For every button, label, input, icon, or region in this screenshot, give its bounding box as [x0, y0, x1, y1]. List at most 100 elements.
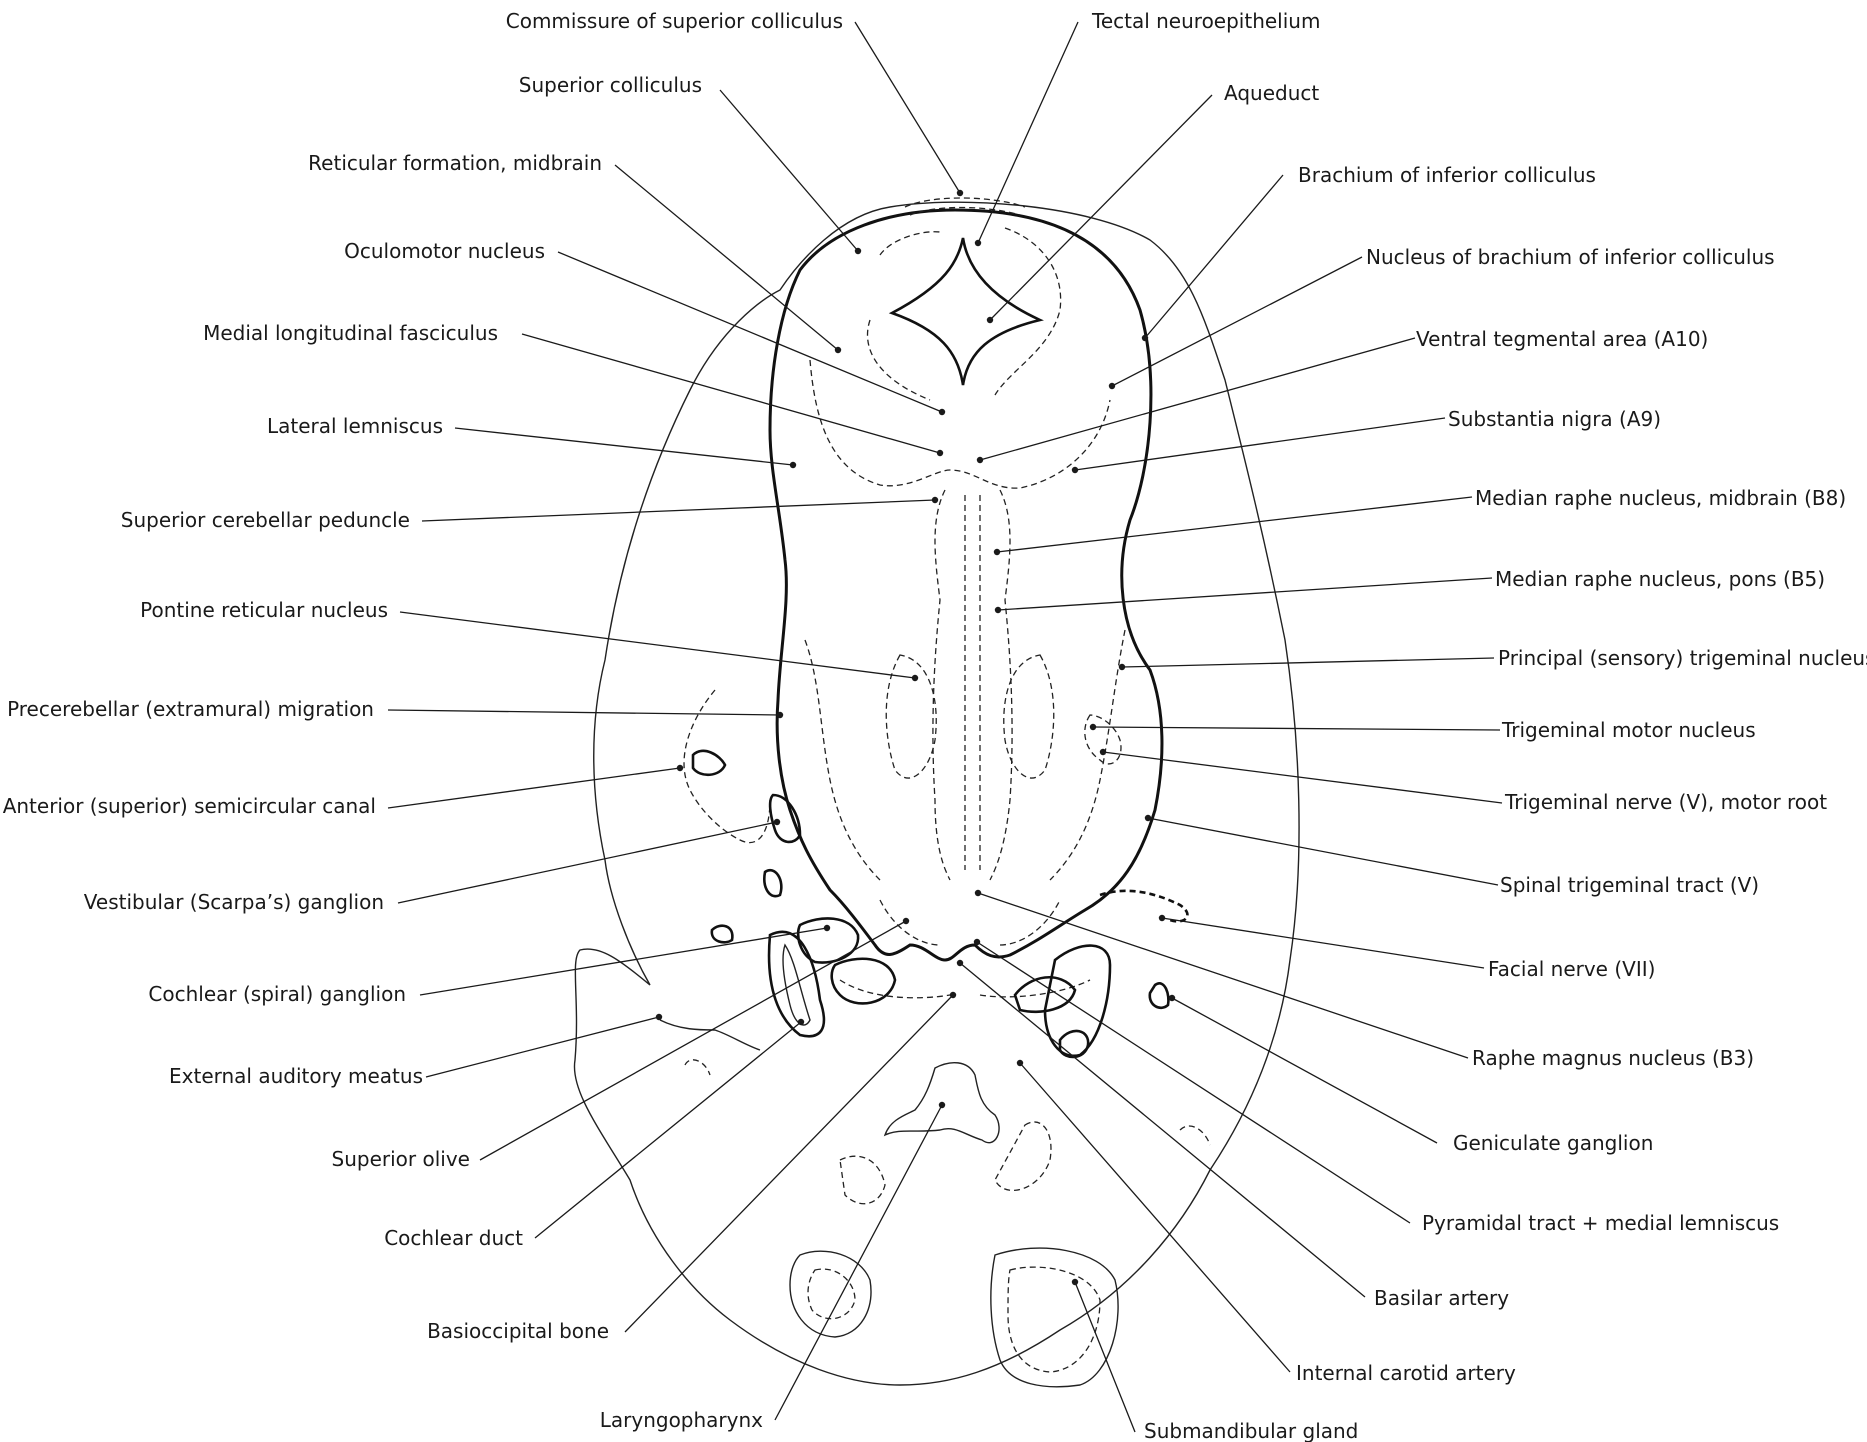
- leader-tectal: [978, 22, 1078, 243]
- leader-trigeminal-root: [1103, 752, 1502, 803]
- label-pontine-reticular-nucleus: Pontine reticular nucleus: [140, 598, 388, 622]
- label-cochlear-ganglion: Cochlear (spiral) ganglion: [148, 982, 406, 1006]
- label-basilar-artery: Basilar artery: [1374, 1286, 1509, 1310]
- leader-raphe-midbrain: [997, 497, 1472, 552]
- leader-raphe-pons: [998, 578, 1492, 610]
- leader-internal-carotid: [1020, 1063, 1290, 1372]
- leader-scp: [422, 500, 935, 521]
- dot-laryngopharynx: [939, 1102, 945, 1108]
- label-laryngopharynx: Laryngopharynx: [600, 1408, 763, 1432]
- label-lateral-lemniscus: Lateral lemniscus: [267, 414, 443, 438]
- submandibular-gland-right-inner: [1008, 1267, 1100, 1372]
- leader-superior-olive: [480, 921, 906, 1160]
- dot-basilar: [957, 960, 963, 966]
- label-aqueduct: Aqueduct: [1224, 81, 1319, 105]
- leader-basioccipital: [625, 995, 953, 1332]
- label-facial-nerve: Facial nerve (VII): [1488, 957, 1655, 981]
- dot-substantia-nigra: [1072, 467, 1078, 473]
- leader-nucleus-brachium: [1112, 257, 1362, 386]
- submandibular-gland-left-inner: [808, 1269, 855, 1319]
- label-spinal-trigeminal-tract: Spinal trigeminal tract (V): [1500, 873, 1759, 897]
- label-commissure-superior-colliculus: Commissure of superior colliculus: [506, 9, 843, 33]
- label-trigeminal-motor-nucleus: Trigeminal motor nucleus: [1501, 718, 1756, 742]
- leader-facial: [1162, 918, 1484, 968]
- pontine-dashed-left: [886, 655, 936, 778]
- pontine-dashed-right: [1004, 655, 1054, 778]
- leader-substantia-nigra: [1075, 418, 1445, 470]
- label-submandibular-gland: Submandibular gland: [1144, 1419, 1358, 1442]
- dot-vta: [977, 457, 983, 463]
- label-precerebellar-migration: Precerebellar (extramural) migration: [7, 697, 374, 721]
- dot-nucleus-brachium: [1109, 383, 1115, 389]
- cochlea-right-outer: [1045, 946, 1110, 1056]
- aqueduct-shape: [892, 238, 1040, 385]
- label-superior-cerebellar-peduncle: Superior cerebellar peduncle: [121, 508, 410, 532]
- dot-basioccipital: [950, 992, 956, 998]
- label-vestibular-ganglion: Vestibular (Scarpa’s) ganglion: [84, 890, 384, 914]
- dot-oculomotor: [939, 409, 945, 415]
- label-basioccipital-bone: Basioccipital bone: [427, 1319, 609, 1343]
- raphe-dashed-midline: [965, 495, 980, 870]
- label-nucleus-brachium-inferior-colliculus: Nucleus of brachium of inferior collicul…: [1366, 245, 1775, 269]
- leader-precerebellar: [388, 710, 780, 715]
- dot-raphe-midbrain: [994, 549, 1000, 555]
- leader-aqueduct: [990, 95, 1212, 320]
- dot-geniculate: [1169, 995, 1175, 1001]
- dot-superior-olive: [903, 918, 909, 924]
- dot-facial: [1159, 915, 1165, 921]
- leader-external-meatus: [426, 1017, 659, 1077]
- label-pyramidal-tract-medial-lemniscus: Pyramidal tract + medial lemniscus: [1422, 1211, 1779, 1235]
- geniculate-ganglion-shape: [1150, 983, 1169, 1007]
- label-anterior-semicircular-canal: Anterior (superior) semicircular canal: [3, 794, 376, 818]
- dot-pontine-reticular: [912, 675, 918, 681]
- dot-precerebellar: [777, 712, 783, 718]
- dot-mlf: [937, 450, 943, 456]
- dot-scp: [932, 497, 938, 503]
- specimen-drawing: [574, 198, 1299, 1387]
- small-dashed-left: [685, 1060, 710, 1075]
- leader-principal-trigeminal: [1122, 658, 1494, 667]
- leader-pyramidal: [977, 942, 1410, 1223]
- label-external-auditory-meatus: External auditory meatus: [169, 1064, 423, 1088]
- dot-superior-colliculus: [855, 248, 861, 254]
- small-ear-shape-2: [764, 870, 781, 896]
- leader-mlf: [522, 334, 940, 453]
- semicircular-canal-shape: [693, 751, 725, 775]
- label-superior-olive: Superior olive: [332, 1147, 470, 1171]
- dot-lateral-lemniscus: [790, 462, 796, 468]
- leader-semicircular: [388, 768, 680, 808]
- label-ventral-tegmental-area: Ventral tegmental area (A10): [1416, 327, 1708, 351]
- basioccipital-dashed: [840, 980, 1090, 998]
- dot-brachium: [1142, 335, 1148, 341]
- dot-vestibular: [774, 819, 780, 825]
- dot-raphe-magnus: [975, 890, 981, 896]
- lateral-dashed-left: [805, 640, 880, 880]
- label-reticular-formation-midbrain: Reticular formation, midbrain: [308, 151, 602, 175]
- structure-labels: Commissure of superior colliculus Superi…: [3, 9, 1867, 1442]
- dot-spinal-trigeminal: [1145, 815, 1151, 821]
- leader-submandibular: [1075, 1282, 1135, 1432]
- dot-pyramidal: [974, 939, 980, 945]
- leader-trigeminal-motor: [1093, 727, 1500, 730]
- label-cochlear-duct: Cochlear duct: [384, 1226, 523, 1250]
- submandibular-gland-left: [790, 1251, 871, 1337]
- brainstem-outline: [770, 210, 1162, 960]
- vestibular-ganglion-shape: [770, 795, 800, 842]
- label-median-raphe-pons: Median raphe nucleus, pons (B5): [1495, 567, 1825, 591]
- label-internal-carotid-artery: Internal carotid artery: [1296, 1361, 1516, 1385]
- tegmentum-dashed: [810, 360, 1110, 488]
- label-median-raphe-midbrain: Median raphe nucleus, midbrain (B8): [1475, 486, 1846, 510]
- label-superior-colliculus: Superior colliculus: [519, 73, 702, 97]
- leader-oculomotor: [558, 252, 942, 412]
- label-medial-longitudinal-fasciculus: Medial longitudinal fasciculus: [203, 321, 498, 345]
- dot-trigeminal-motor: [1090, 724, 1096, 730]
- dot-commissure: [957, 190, 963, 196]
- small-dashed-right: [1180, 1126, 1210, 1145]
- dot-raphe-pons: [995, 607, 1001, 613]
- leader-lateral-lemniscus: [455, 428, 793, 465]
- leader-lines: [388, 22, 1502, 1432]
- dot-cochlear-duct: [798, 1019, 804, 1025]
- dot-external-meatus: [656, 1014, 662, 1020]
- leader-brachium: [1145, 175, 1283, 338]
- dot-principal-trigeminal: [1119, 664, 1125, 670]
